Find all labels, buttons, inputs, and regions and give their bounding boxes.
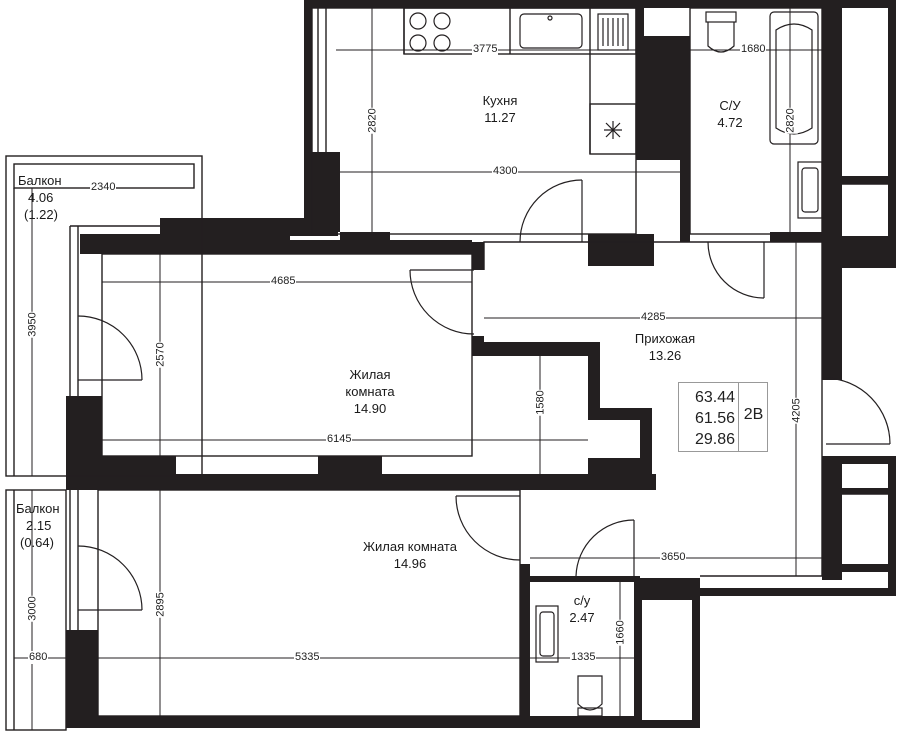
balcony-bottom-area: 2.15 (26, 518, 52, 533)
dim-balcony-top-height: 3950 (26, 311, 40, 338)
kitchen-name: Кухня (482, 93, 518, 108)
doors (77, 179, 891, 611)
area-summary-divider (738, 383, 739, 451)
balcony-top-area: 4.06 (28, 190, 54, 205)
balcony-bottom-name: Балкон (16, 501, 60, 516)
wc-label: с/у 2.47 (560, 592, 604, 626)
hallway-label: Прихожая 13.26 (620, 330, 710, 364)
dim-hallway-height: 4205 (790, 397, 804, 424)
hallway-name: Прихожая (634, 331, 696, 346)
kitchen-area: 11.27 (484, 110, 516, 125)
balcony-bottom-label: Балкон 2.15 (0.64) (16, 500, 60, 551)
dim-balcony-bottom-width: 680 (28, 651, 49, 664)
living-area-total: 61.56 (694, 410, 735, 427)
area-summary-values: 63.44 61.56 29.86 (679, 387, 735, 450)
living-room-1-name-line2: комната (345, 384, 395, 399)
dim-room2-width: 5335 (294, 651, 321, 664)
apartment-type: 2В (743, 406, 764, 423)
dim-kitchen-width-top: 3775 (472, 43, 499, 56)
dim-wc-width: 1335 (570, 651, 597, 664)
balcony-top-name: Балкон (18, 173, 62, 188)
dim-room1-width-bottom: 6145 (326, 433, 353, 446)
dim-hallway-width: 4285 (640, 311, 667, 324)
kitchen-label: Кухня 11.27 (460, 92, 540, 126)
balcony-top-label: Балкон 4.06 (1.22) (18, 172, 62, 223)
dim-room1-width-top: 4685 (270, 275, 297, 288)
living-area: 29.86 (694, 431, 735, 448)
living-room-2-name: Жилая комната (363, 539, 457, 554)
living-room-2-area: 14.96 (393, 556, 427, 571)
bathroom-area: 4.72 (717, 115, 743, 130)
dim-kitchen-height: 2820 (366, 107, 380, 134)
dim-bath-height: 2820 (784, 107, 798, 134)
living-room-1-area: 14.90 (353, 401, 387, 416)
dim-kitchen-width: 4300 (492, 165, 519, 178)
walls (66, 0, 896, 728)
balcony-top-area-reduced: (1.22) (24, 207, 58, 222)
total-area: 63.44 (694, 389, 735, 406)
dim-hallway-width-bottom: 3650 (660, 551, 687, 564)
wc-area: 2.47 (569, 610, 595, 625)
dim-balcony-top-width: 2340 (90, 181, 117, 194)
dim-room1-height: 2570 (154, 341, 168, 368)
hallway-area: 13.26 (648, 348, 682, 363)
dim-room2-height: 2895 (154, 591, 168, 618)
wc-name: с/у (573, 593, 591, 608)
fixtures (409, 11, 823, 717)
bathroom-label: С/У 4.72 (700, 97, 760, 131)
balcony-bottom-area-reduced: (0.64) (20, 535, 54, 550)
dim-balcony-bottom-height: 3000 (26, 595, 40, 622)
living-room-2-label: Жилая комната 14.96 (350, 538, 470, 572)
living-room-1-label: Жилая комната 14.90 (330, 366, 410, 417)
bathroom-name: С/У (719, 98, 741, 113)
living-room-1-name-line1: Жилая (349, 367, 391, 382)
dim-wc-height: 1660 (614, 619, 628, 646)
dim-room1-depth-right: 1580 (534, 389, 548, 416)
dim-bath-width: 1680 (740, 43, 767, 56)
area-summary-box: 63.44 61.56 29.86 2В (678, 382, 768, 452)
